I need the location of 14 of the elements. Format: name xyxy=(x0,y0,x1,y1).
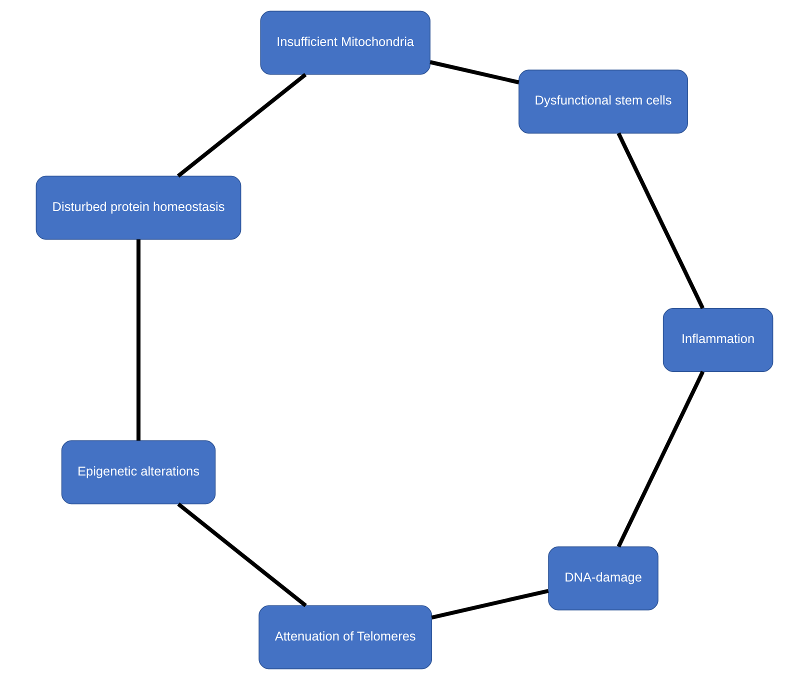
connector xyxy=(616,132,705,310)
node-box: Insufficient Mitochondria xyxy=(260,10,430,75)
node-box: Disturbed protein homeostasis xyxy=(36,176,242,240)
node-box: Epigenetic alterations xyxy=(61,440,216,504)
connector xyxy=(136,239,140,441)
connector xyxy=(430,60,520,84)
connector xyxy=(177,502,307,608)
connector xyxy=(176,72,307,178)
node-box: Attenuation of Telomeres xyxy=(258,605,432,670)
connector xyxy=(431,588,549,620)
node-box: Dysfunctional stem cells xyxy=(518,70,688,134)
connector xyxy=(616,370,705,548)
node-box: DNA-damage xyxy=(548,546,658,610)
node-box: Inflammation xyxy=(662,308,774,372)
